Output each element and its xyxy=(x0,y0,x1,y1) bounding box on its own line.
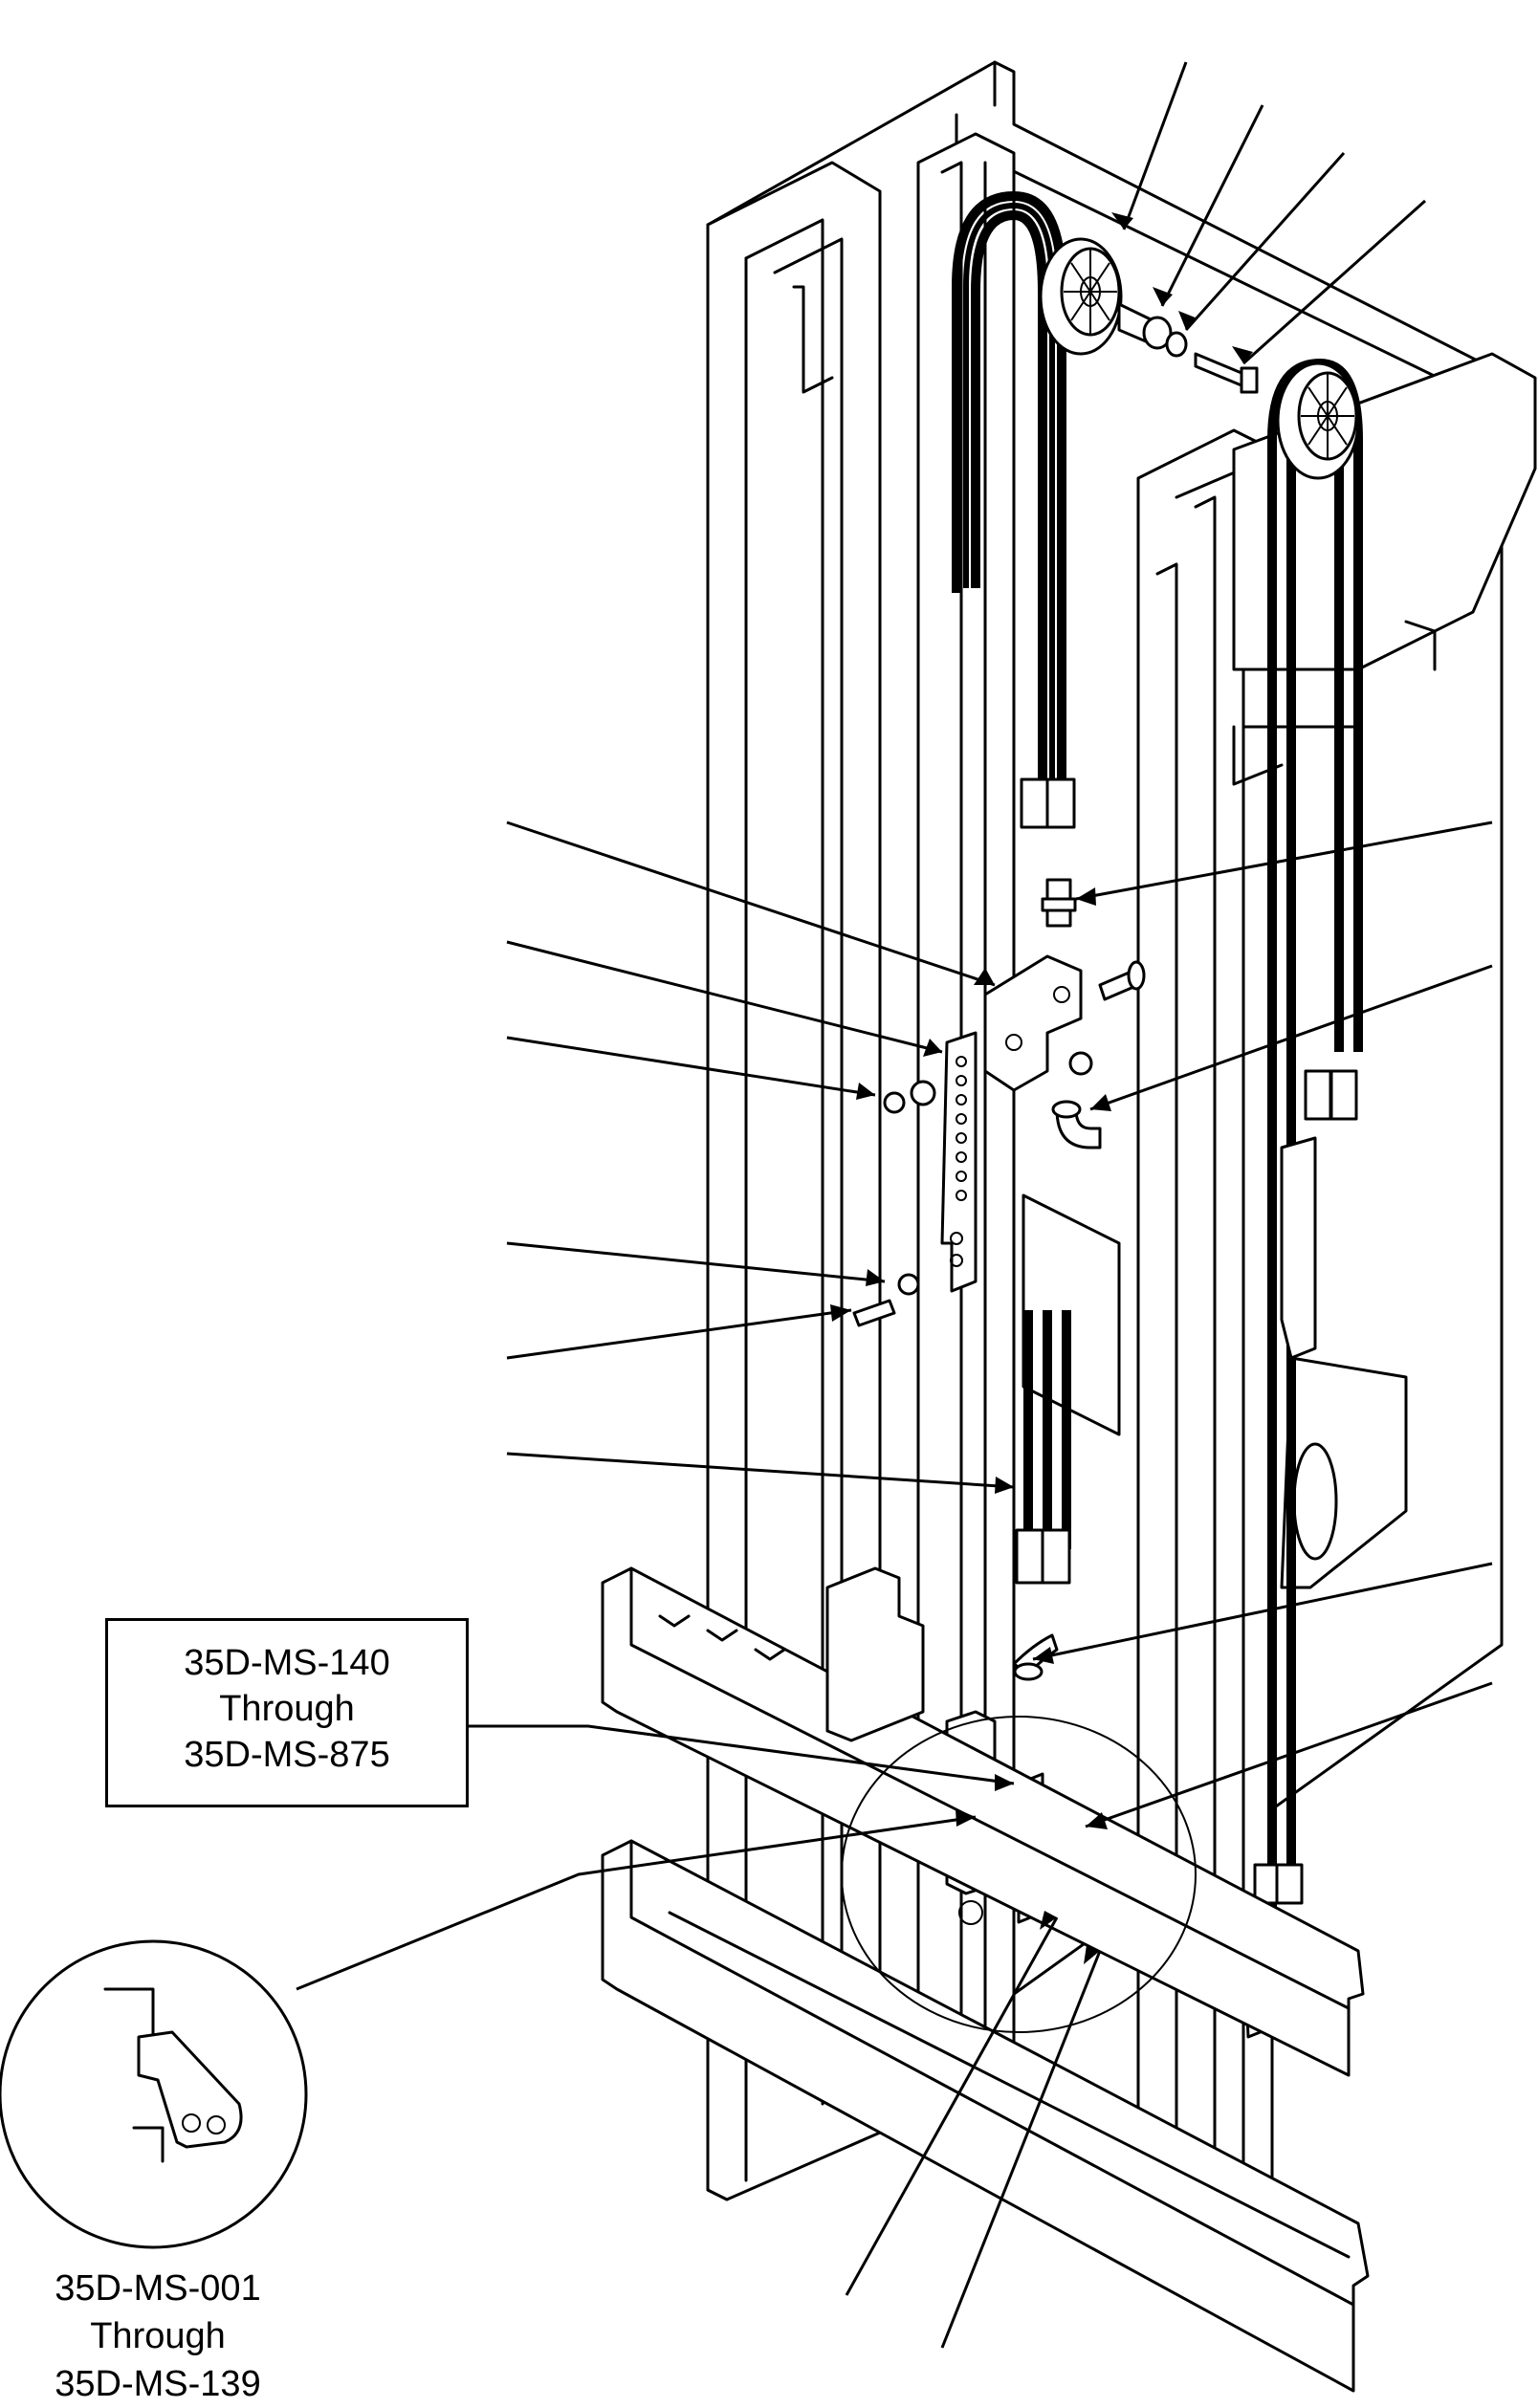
sheave-washer xyxy=(1165,331,1188,358)
detail-area-circle xyxy=(841,1716,1197,2033)
carriage-center-block xyxy=(825,1566,925,1742)
hose-fittings xyxy=(1015,777,1358,1905)
sheave-shaft xyxy=(1117,302,1173,350)
upper-sheave-left xyxy=(1039,237,1123,356)
callout-box: 35D-MS-140 Through 35D-MS-875 xyxy=(105,1618,469,1807)
detail-caption-line-3: 35D-MS-139 xyxy=(55,2364,261,2404)
detail-caption: 35D-MS-001 Through 35D-MS-139 xyxy=(10,2265,306,2408)
leader-lines xyxy=(296,61,1493,2349)
callout-line-2: Through xyxy=(219,1689,355,1729)
detail-caption-line-2: Through xyxy=(90,2316,226,2356)
leader-arrowheads xyxy=(830,212,1253,1964)
upper-bolts-washers xyxy=(852,960,1146,1327)
callout-line-3: 35D-MS-875 xyxy=(184,1735,390,1775)
upper-sheave-right xyxy=(1276,361,1360,480)
hose-bracket-upper xyxy=(983,954,1083,1092)
hose-bracket-vertical xyxy=(940,1031,978,1293)
bracket-vertical-right xyxy=(1280,1136,1317,1360)
detail-caption-line-1: 35D-MS-001 xyxy=(55,2268,261,2309)
upper-fitting-straight xyxy=(1041,878,1077,928)
callout-line-1: 35D-MS-140 xyxy=(184,1643,390,1683)
upper-fitting-elbow xyxy=(1051,1100,1102,1149)
detail-inset xyxy=(0,1939,308,2249)
hoses-lower xyxy=(1023,1310,1071,1549)
sheave-bolt xyxy=(1194,352,1259,394)
lower-fitting-elbow xyxy=(1012,1633,1059,1681)
